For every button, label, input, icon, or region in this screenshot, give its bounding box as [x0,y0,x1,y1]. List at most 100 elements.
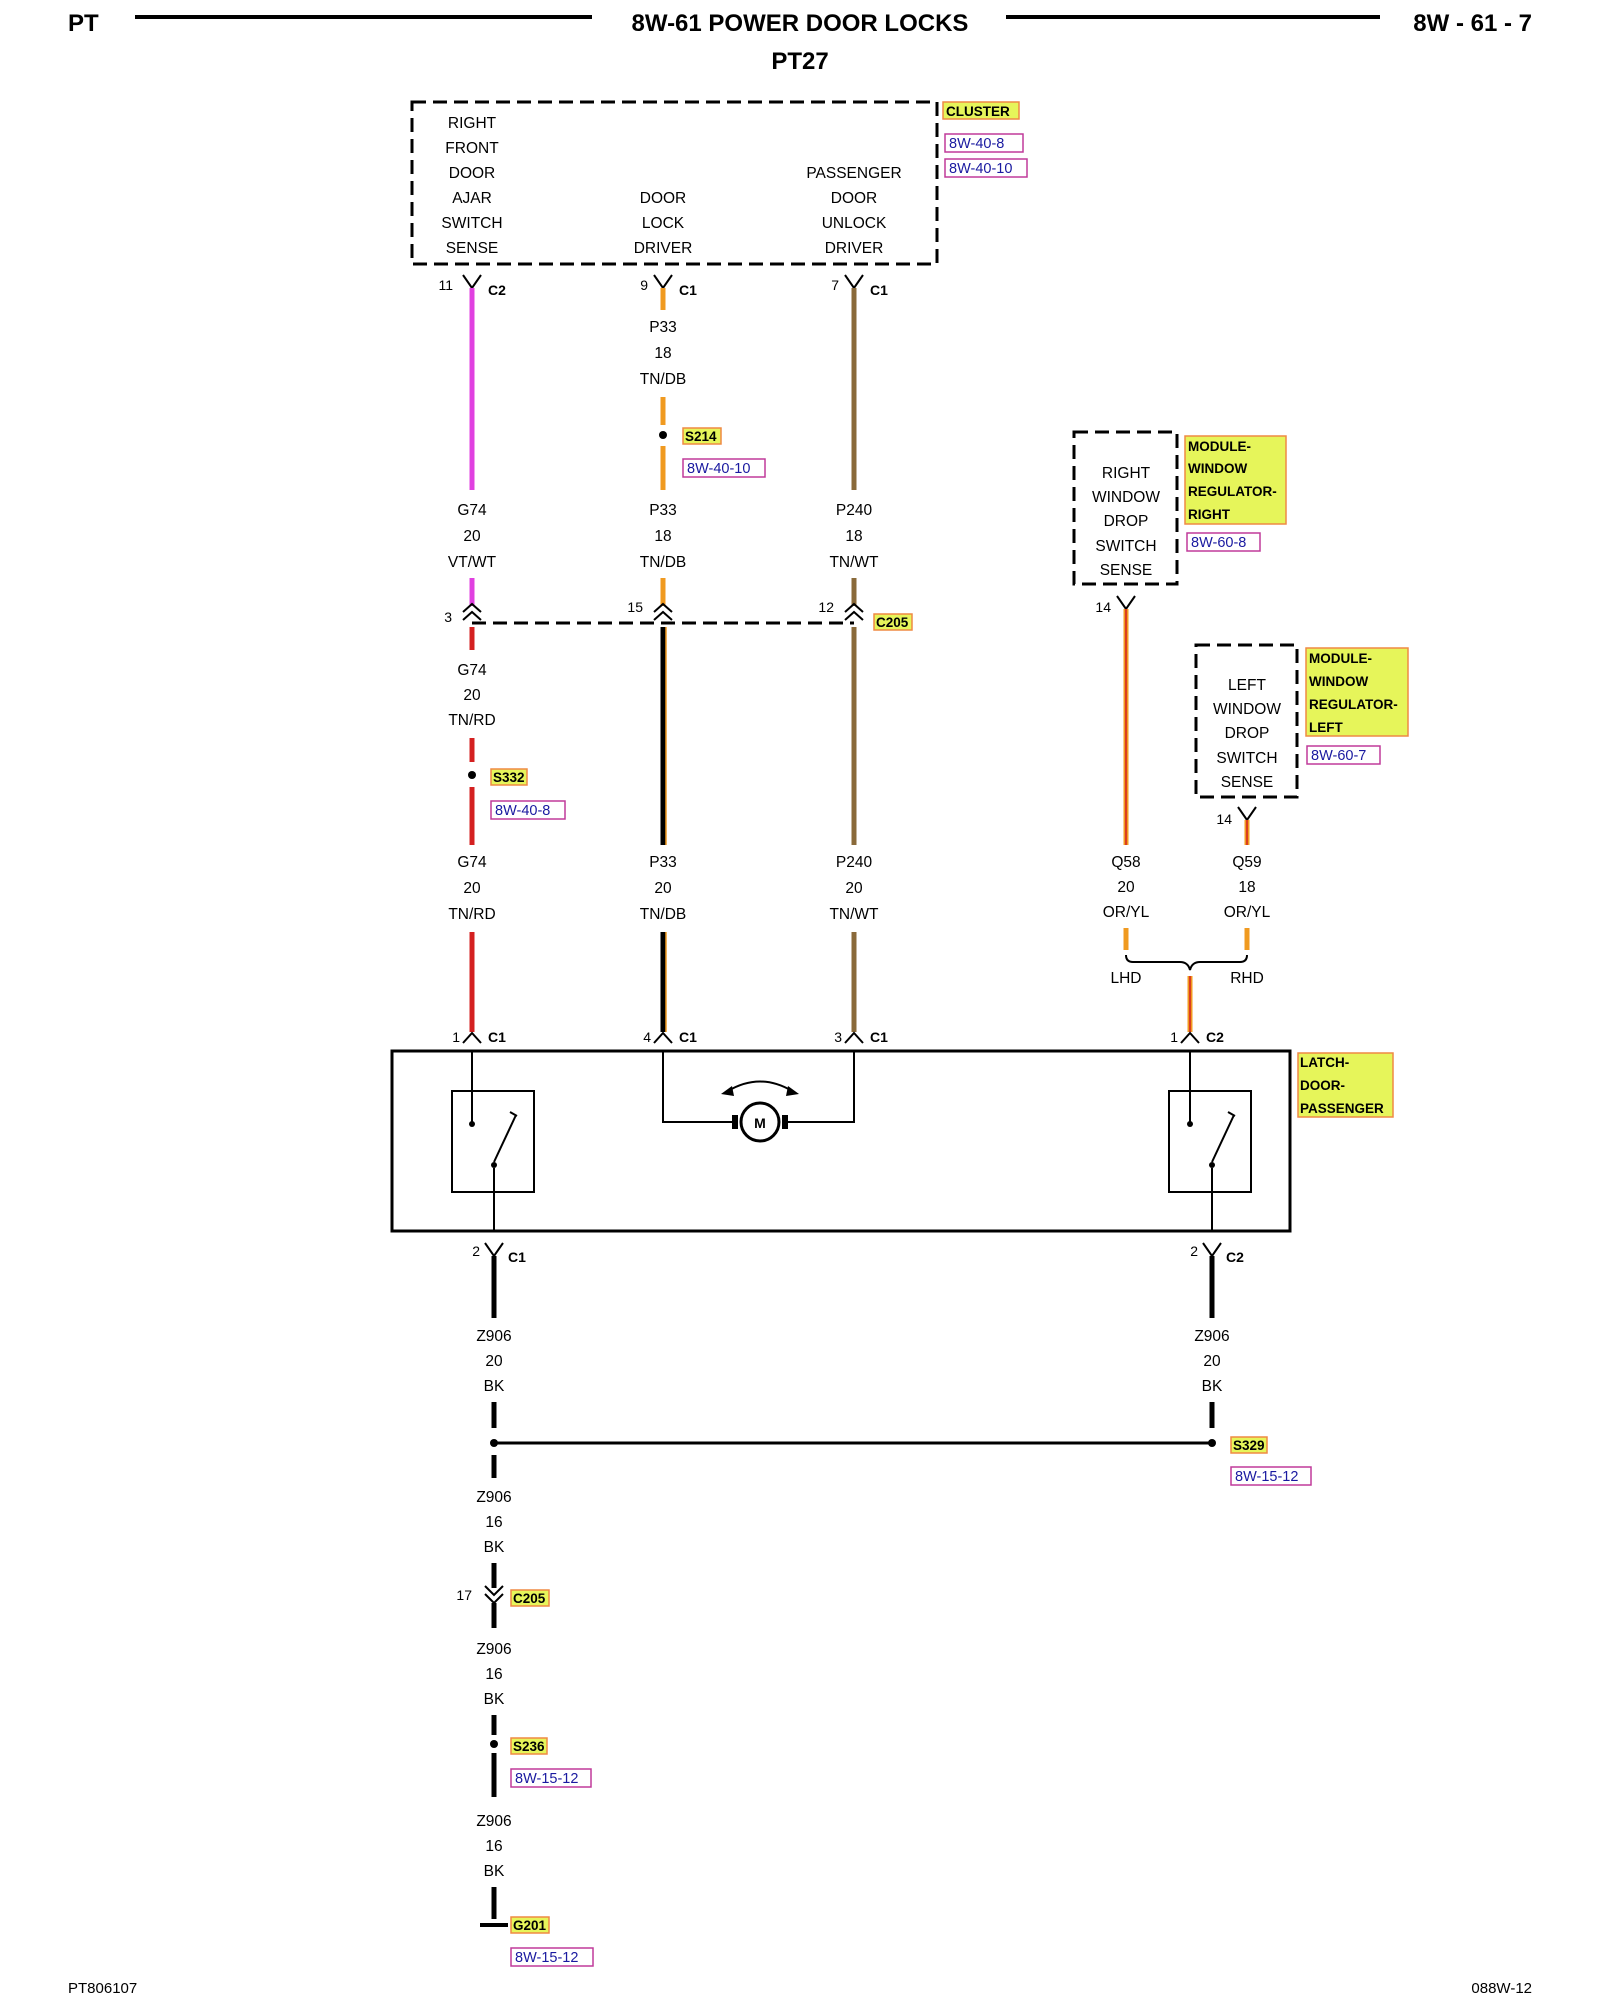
svg-text:P33: P33 [649,319,677,336]
svg-text:WINDOW: WINDOW [1309,674,1368,689]
ground-g201-tag: G201 [513,1918,547,1933]
svg-text:Q59: Q59 [1232,854,1261,871]
cluster-ref-2-box [944,158,1028,178]
splice-s214-tag: S214 [685,429,717,444]
svg-text:G74: G74 [457,854,487,871]
svg-text:C2: C2 [1226,1249,1244,1265]
svg-text:REGULATOR-: REGULATOR- [1309,697,1398,712]
svg-text:15: 15 [627,599,643,615]
svg-text:Z906: Z906 [476,1328,511,1345]
svg-text:16: 16 [485,1838,502,1855]
svg-text:DROP: DROP [1225,725,1270,742]
svg-text:TN/DB: TN/DB [640,371,687,388]
svg-text:P240: P240 [836,502,873,519]
option-bracket [1125,954,1248,971]
svg-text:SENSE: SENSE [446,240,499,257]
svg-text:RIGHT: RIGHT [448,115,497,132]
wire-label-g74-c: G74 20 TN/RD [448,854,495,923]
svg-text:18: 18 [654,345,671,362]
c205-tag-bg [873,613,913,631]
cluster-ref-1: 8W-40-8 [949,136,1004,152]
svg-text:DOOR-: DOOR- [1300,1078,1345,1093]
svg-text:TN/DB: TN/DB [640,554,687,571]
svg-text:SWITCH: SWITCH [1216,750,1277,767]
header-right: 8W - 61 - 7 [1413,10,1532,37]
svg-text:7: 7 [831,277,839,293]
svg-text:1: 1 [452,1029,460,1045]
latch-switch-left [451,1051,535,1231]
wire-label-z906-16-c: Z906 16 BK [476,1813,511,1880]
latch-tag-bg [1297,1052,1394,1118]
module-right-tag: MODULE- WINDOW REGULATOR- RIGHT [1188,439,1277,522]
svg-text:WINDOW: WINDOW [1213,701,1281,718]
svg-text:P33: P33 [649,502,677,519]
c205-pin-15: 15 [627,599,673,621]
svg-text:2: 2 [1190,1243,1198,1259]
option-lhd: LHD [1110,970,1141,987]
svg-text:SWITCH: SWITCH [441,215,502,232]
svg-text:MODULE-: MODULE- [1309,651,1372,666]
wire-label-p33-b: P33 18 TN/DB [640,502,687,571]
ground-g201-ref: 8W-15-12 [515,1950,578,1966]
svg-text:LATCH-: LATCH- [1300,1055,1349,1070]
svg-text:BK: BK [484,1539,505,1556]
module-left-pin: 14 [1216,806,1257,827]
svg-text:LOCK: LOCK [642,215,685,232]
svg-text:FRONT: FRONT [445,140,499,157]
splice-s236-dot [490,1740,498,1748]
wire-label-p33-c: P33 20 TN/DB [640,854,687,923]
splice-s329-tag-bg [1230,1436,1268,1454]
latch-pin-4-c1: 4 C1 [643,1029,697,1045]
splice-s332-dot [468,771,476,779]
splice-s329-left-dot [490,1439,498,1447]
svg-text:9: 9 [640,277,648,293]
svg-text:2: 2 [472,1243,480,1259]
page-title: 8W-61 POWER DOOR LOCKS [632,10,969,37]
latch-switch-right [1168,1051,1252,1231]
splice-s214-ref-box [682,458,766,478]
svg-text:SWITCH: SWITCH [1095,538,1156,555]
splice-s329-tag: S329 [1233,1438,1265,1453]
module-right-box [1072,430,1179,586]
svg-text:1: 1 [1170,1029,1178,1045]
svg-text:TN/RD: TN/RD [448,906,495,923]
svg-text:OR/YL: OR/YL [1103,904,1150,921]
svg-text:Z906: Z906 [476,1813,511,1830]
svg-text:TN/RD: TN/RD [448,712,495,729]
module-left-box [1194,643,1299,799]
latch-pin-1-c2: 1 C2 [1170,1029,1224,1045]
svg-text:C1: C1 [679,1029,697,1045]
splice-s332-ref-box [490,800,566,820]
svg-text:4: 4 [643,1029,651,1045]
svg-text:P33: P33 [649,854,677,871]
wire-label-g74-b: G74 20 TN/RD [448,662,495,729]
latch-tag: LATCH- DOOR- PASSENGER [1300,1055,1384,1116]
svg-text:DRIVER: DRIVER [634,240,693,257]
svg-text:P240: P240 [836,854,873,871]
wire-label-p33-a: P33 18 TN/DB [640,319,687,388]
header-left: PT [68,10,99,37]
splice-s236-tag: S236 [513,1739,545,1754]
splice-s329-ref-box [1230,1466,1312,1486]
svg-text:PASSENGER: PASSENGER [806,165,901,182]
wire-label-z906-16-b: Z906 16 BK [476,1641,511,1708]
svg-text:C1: C1 [679,282,697,298]
splice-s332-ref: 8W-40-8 [495,803,550,819]
svg-text:BK: BK [484,1378,505,1395]
svg-text:20: 20 [463,687,481,704]
wire-label-g74-a: G74 20 VT/WT [448,502,497,571]
svg-text:LEFT: LEFT [1228,677,1266,694]
module-right-tag-bg [1184,435,1287,525]
svg-text:REGULATOR-: REGULATOR- [1188,484,1277,499]
module-left-ref: 8W-60-7 [1311,748,1366,764]
ground-g201-tag-bg [510,1916,550,1934]
c205-17-tag: C205 [513,1591,546,1606]
svg-text:M: M [754,1115,766,1131]
cluster-ref-2: 8W-40-10 [949,161,1012,177]
wire-label-z906-right: Z906 20 BK [1194,1328,1229,1395]
splice-s332-tag-bg [490,768,528,786]
cluster-tag-bg [942,101,1020,120]
svg-text:20: 20 [845,880,863,897]
latch-pin-2-c2: 2 C2 [1190,1242,1244,1265]
